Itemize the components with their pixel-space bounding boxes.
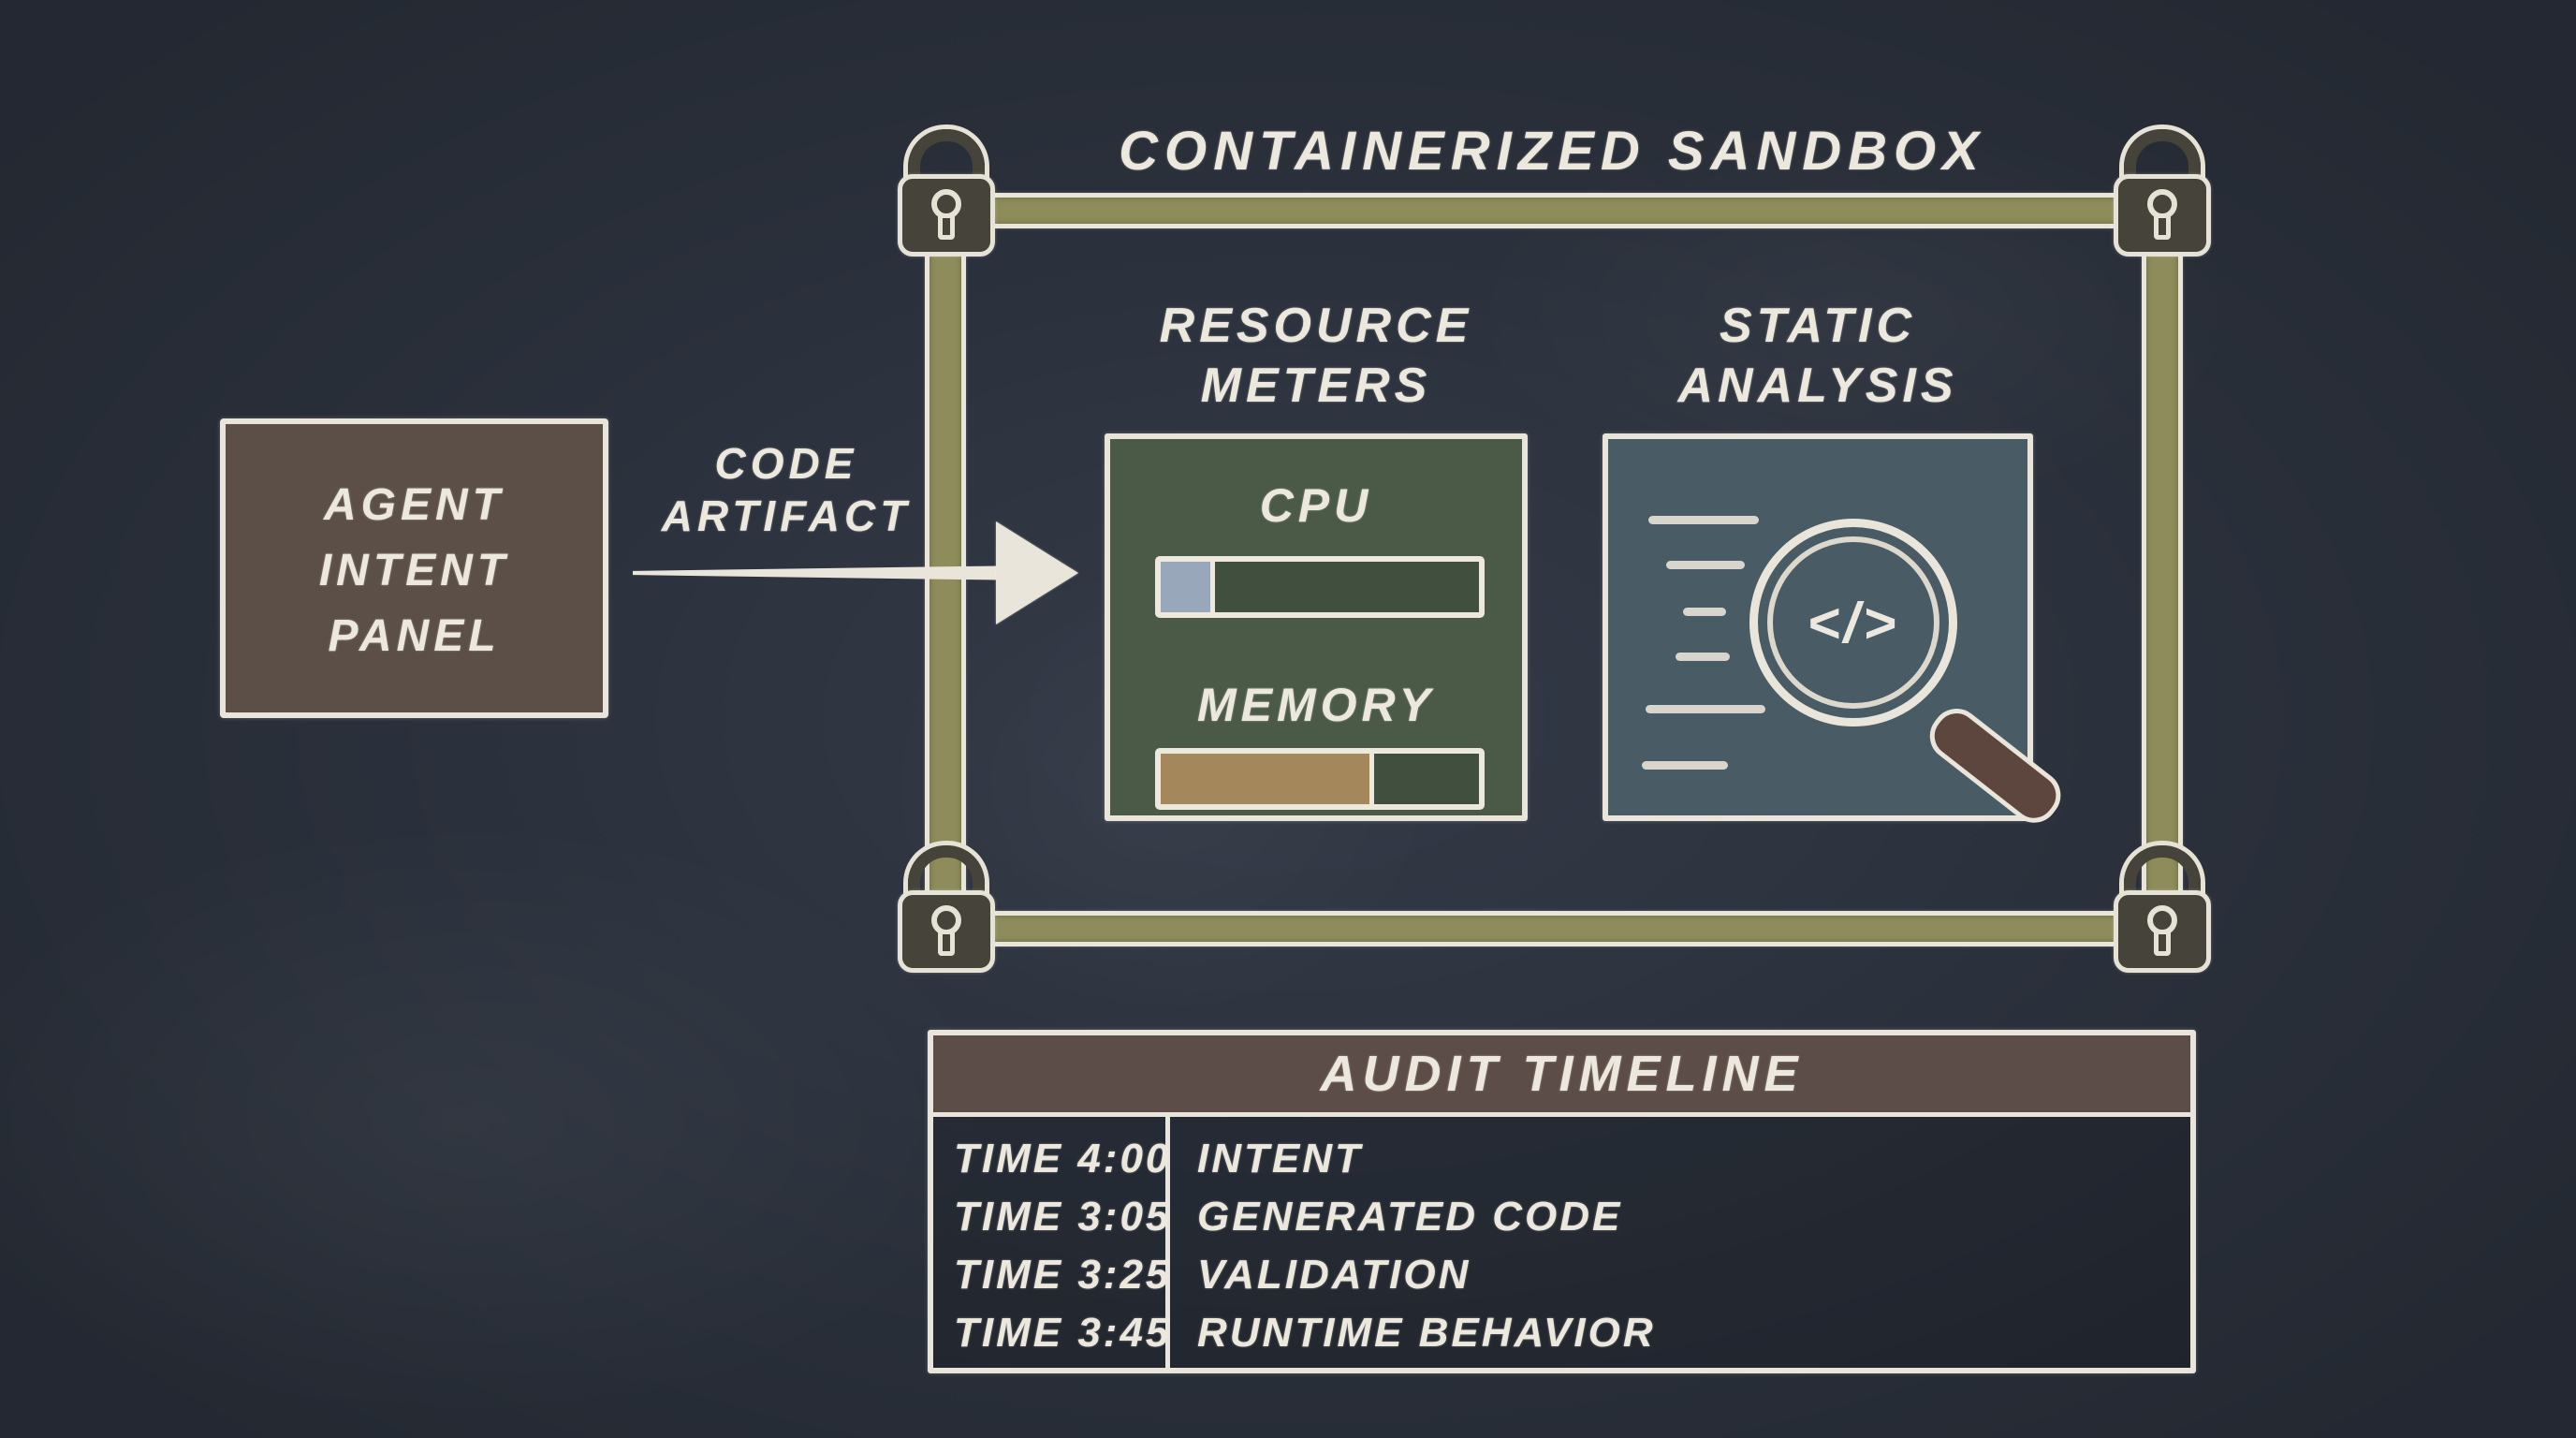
audit-time-cell: TIME 3:05 bbox=[954, 1194, 1172, 1240]
lock-keyhole bbox=[898, 174, 995, 257]
sandbox-frame-right-bar bbox=[2142, 225, 2183, 932]
static-analysis-title-line1: STATIC bbox=[1719, 299, 1917, 353]
magnifier-code-icon: </> bbox=[1749, 519, 1957, 726]
audit-row: TIME 3:05 GENERATED CODE bbox=[933, 1188, 2190, 1246]
lock-icon-top-right bbox=[2114, 129, 2211, 257]
agent-panel-line-2: INTENT bbox=[318, 546, 510, 595]
audit-timeline-header: AUDIT TIMELINE bbox=[933, 1035, 2190, 1117]
sandbox-frame-bottom-bar bbox=[936, 911, 2162, 946]
audit-row: TIME 3:45 RUNTIME BEHAVIOR bbox=[933, 1304, 2190, 1362]
audit-time-cell: TIME 3:25 bbox=[954, 1252, 1172, 1298]
arrow-right-icon-shaft bbox=[633, 565, 1000, 580]
lock-icon-top-left bbox=[898, 129, 995, 257]
speed-line bbox=[1648, 516, 1759, 524]
audit-event-cell: VALIDATION bbox=[1197, 1252, 1471, 1298]
audit-event-cell: RUNTIME BEHAVIOR bbox=[1197, 1310, 1656, 1356]
lock-keyhole bbox=[2114, 890, 2211, 973]
resource-meters-panel: CPU MEMORY bbox=[1105, 433, 1528, 821]
audit-row: TIME 3:25 VALIDATION bbox=[933, 1246, 2190, 1304]
lock-icon-bottom-right bbox=[2114, 845, 2211, 973]
audit-timeline-body: TIME 4:00 INTENT TIME 3:05 GENERATED COD… bbox=[933, 1117, 2190, 1368]
agent-intent-panel: AGENT INTENT PANEL bbox=[220, 418, 608, 718]
audit-time-cell: TIME 4:00 bbox=[954, 1136, 1172, 1181]
resource-meters-title-line1: RESOURCE bbox=[1159, 299, 1473, 353]
lock-icon-bottom-left bbox=[898, 845, 995, 973]
audit-timeline-table: AUDIT TIMELINE TIME 4:00 INTENT TIME 3:0… bbox=[928, 1030, 2196, 1373]
memory-meter-fill bbox=[1161, 754, 1374, 804]
code-artifact-label-line2: ARTIFACT bbox=[661, 492, 912, 540]
lock-keyhole bbox=[898, 890, 995, 973]
code-glyph: </> bbox=[1807, 591, 1900, 654]
magnifier-handle bbox=[1920, 698, 2071, 833]
static-analysis-title-line2: ANALYSIS bbox=[1677, 359, 1958, 413]
lock-keyhole bbox=[2114, 174, 2211, 257]
cpu-meter bbox=[1155, 556, 1485, 618]
memory-meter bbox=[1155, 748, 1485, 810]
arrow-right-icon-head bbox=[996, 521, 1078, 624]
resource-meters-title-line2: METERS bbox=[1200, 359, 1432, 413]
sandbox-title: CONTAINERIZED SANDBOX bbox=[1119, 121, 1985, 182]
audit-row: TIME 4:00 INTENT bbox=[933, 1130, 2190, 1188]
static-analysis-panel: </> bbox=[1603, 433, 2071, 833]
agent-panel-line-3: PANEL bbox=[328, 611, 501, 661]
audit-event-cell: GENERATED CODE bbox=[1197, 1194, 1623, 1240]
speed-line bbox=[1683, 608, 1726, 616]
speed-line bbox=[1676, 653, 1730, 661]
speed-line bbox=[1666, 561, 1745, 569]
audit-event-cell: INTENT bbox=[1197, 1136, 1363, 1181]
agent-panel-line-1: AGENT bbox=[324, 480, 505, 530]
cpu-label: CPU bbox=[1259, 479, 1373, 532]
magnifier-inner-ring bbox=[1767, 536, 1939, 709]
speed-line bbox=[1646, 705, 1765, 713]
audit-time-cell: TIME 3:45 bbox=[954, 1310, 1172, 1356]
sandbox-frame-top-bar bbox=[936, 193, 2162, 228]
code-artifact-label-line1: CODE bbox=[714, 439, 858, 488]
audit-column-divider bbox=[1165, 1117, 1170, 1368]
cpu-meter-fill bbox=[1161, 562, 1215, 612]
agent-intent-label: AGENT INTENT PANEL bbox=[226, 473, 603, 669]
audit-timeline-title: AUDIT TIMELINE bbox=[1320, 1046, 1804, 1102]
speed-line bbox=[1642, 761, 1728, 770]
memory-label: MEMORY bbox=[1196, 679, 1436, 731]
